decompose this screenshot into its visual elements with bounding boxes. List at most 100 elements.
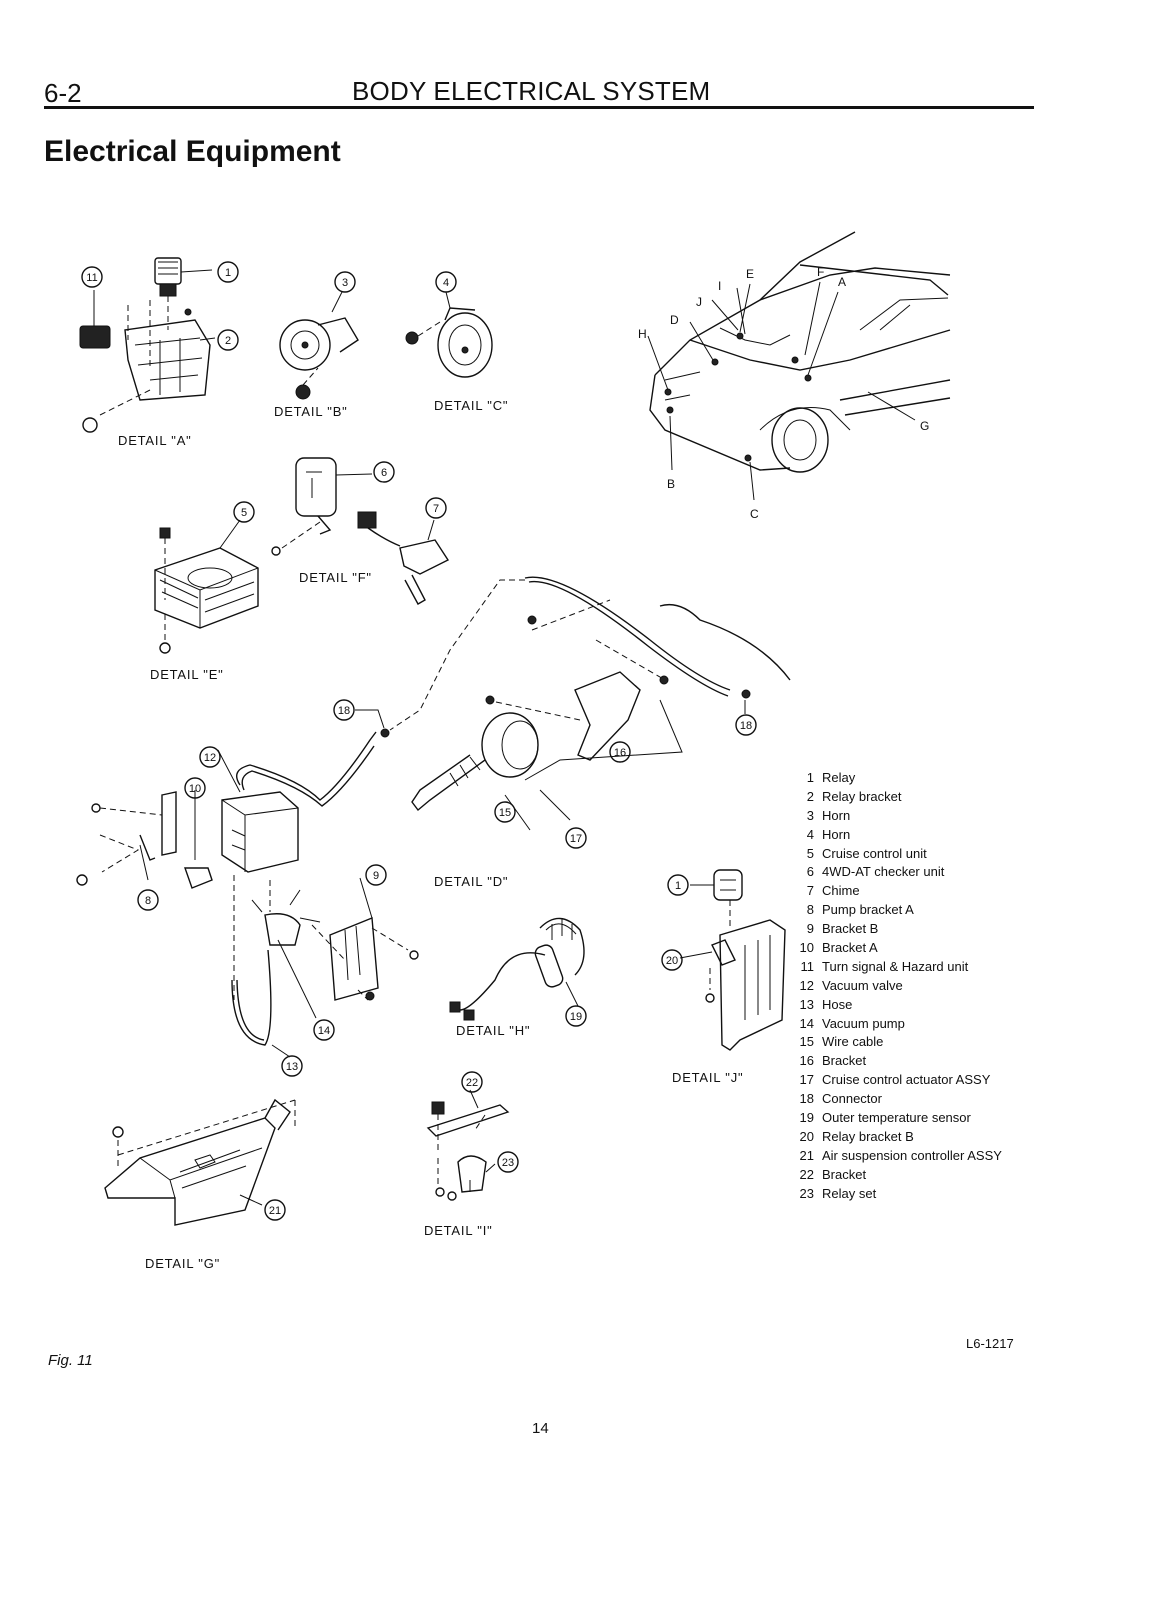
legend-name: Hose: [822, 996, 853, 1012]
callout-7: 7: [425, 497, 447, 519]
svg-text:21: 21: [269, 1205, 281, 1217]
legend-row: 20 Relay bracket B: [792, 1129, 1052, 1148]
legend-name: Relay bracket B: [822, 1128, 914, 1144]
detail-b-drawing: [279, 291, 359, 400]
svg-text:23: 23: [502, 1157, 514, 1169]
detail-f-label: DETAIL "F": [299, 570, 372, 585]
legend-row: 4 Horn: [792, 827, 1052, 846]
legend-number: 13: [799, 996, 814, 1012]
legend-number: 11: [800, 958, 815, 974]
legend-row: 14 Vacuum pump: [792, 1016, 1052, 1035]
svg-text:J: J: [696, 295, 702, 309]
legend-row: 6 4WD-AT checker unit: [792, 864, 1052, 883]
legend-row: 18 Connector: [792, 1091, 1052, 1110]
callout-10: 10: [184, 777, 206, 799]
svg-text:18: 18: [338, 705, 350, 717]
callout-2: 2: [217, 329, 239, 351]
detail-i-drawing: [426, 1089, 510, 1201]
legend-row: 1 Relay: [792, 770, 1052, 789]
legend-number: 20: [799, 1128, 814, 1144]
legend-name: Cruise control actuator ASSY: [822, 1072, 991, 1088]
callout-17: 17: [565, 827, 587, 849]
legend-name: Relay: [822, 770, 856, 785]
page-header: 6-2 BODY ELECTRICAL SYSTEM Electrical Eq…: [0, 0, 1163, 168]
callout-1: 1: [217, 261, 239, 283]
legend-number: 5: [806, 845, 814, 861]
detail-c-label: DETAIL "C": [434, 398, 508, 413]
header-rule: [44, 106, 1034, 109]
svg-text:H: H: [638, 327, 647, 341]
legend-name: Bracket: [822, 1053, 867, 1069]
vacuum-group-drawing: [76, 731, 419, 1058]
svg-text:D: D: [670, 313, 679, 327]
legend-row: 17 Cruise control actuator ASSY: [792, 1072, 1052, 1091]
callout-23: 23: [497, 1151, 519, 1173]
legend-name: Bracket: [822, 1166, 867, 1182]
svg-text:16: 16: [614, 747, 626, 759]
detail-b-label: DETAIL "B": [274, 404, 348, 419]
legend-row: 5 Cruise control unit: [792, 846, 1052, 865]
legend-number: 10: [799, 940, 814, 956]
legend-name: Horn: [822, 826, 851, 842]
detail-g-label: DETAIL "G": [145, 1256, 220, 1271]
detail-d-label: DETAIL "D": [434, 874, 508, 889]
svg-text:13: 13: [286, 1061, 298, 1073]
detail-a-label: DETAIL "A": [118, 433, 192, 448]
legend-number: 7: [806, 883, 814, 899]
legend-name: Vacuum pump: [822, 1015, 905, 1031]
callout-12: 12: [199, 746, 221, 768]
legend-name: Cruise control unit: [822, 845, 927, 861]
legend-number: 18: [799, 1091, 814, 1107]
detail-e-label: DETAIL "E": [150, 667, 224, 682]
legend-number: 14: [799, 1015, 814, 1031]
vehicle-outline: [647, 231, 951, 501]
detail-h-drawing: [449, 917, 585, 1021]
legend-row: 15 Wire cable: [792, 1034, 1052, 1053]
drawing-code: L6-1217: [966, 1336, 1014, 1351]
callout-21: 21: [264, 1199, 286, 1221]
legend-number: 6: [806, 864, 814, 880]
svg-text:4: 4: [443, 277, 449, 289]
callout-1b: 1: [667, 874, 689, 896]
callout-6: 6: [373, 461, 395, 483]
legend-name: Connector: [822, 1091, 882, 1107]
legend-number: 1: [806, 770, 814, 785]
callout-14: 14: [313, 1019, 335, 1041]
legend-number: 3: [806, 807, 814, 823]
callout-16: 16: [609, 741, 631, 763]
legend-name: 4WD-AT checker unit: [822, 864, 945, 880]
svg-text:19: 19: [570, 1011, 582, 1023]
svg-text:8: 8: [145, 895, 151, 907]
detail-h-label: DETAIL "H": [456, 1023, 530, 1038]
svg-text:G: G: [920, 419, 929, 433]
svg-text:E: E: [746, 267, 754, 281]
legend-number: 17: [799, 1072, 814, 1088]
svg-text:F: F: [817, 265, 824, 279]
section-title: Electrical Equipment: [44, 135, 341, 168]
callout-15: 15: [494, 801, 516, 823]
svg-text:1: 1: [225, 267, 231, 279]
detail-e-drawing: [154, 519, 259, 654]
legend-number: 15: [799, 1034, 814, 1050]
callout-19: 19: [565, 1005, 587, 1027]
legend-number: 4: [806, 826, 814, 842]
svg-text:18: 18: [740, 720, 752, 732]
svg-text:A: A: [838, 275, 846, 289]
legend-name: Wire cable: [822, 1034, 884, 1050]
legend-number: 12: [799, 977, 814, 993]
svg-text:7: 7: [433, 503, 439, 515]
legend-number: 2: [806, 788, 814, 804]
legend-name: Bracket B: [822, 921, 879, 937]
legend-name: Vacuum valve: [822, 977, 903, 993]
svg-text:6: 6: [381, 467, 387, 479]
svg-text:11: 11: [86, 272, 97, 284]
svg-text:20: 20: [666, 955, 678, 967]
